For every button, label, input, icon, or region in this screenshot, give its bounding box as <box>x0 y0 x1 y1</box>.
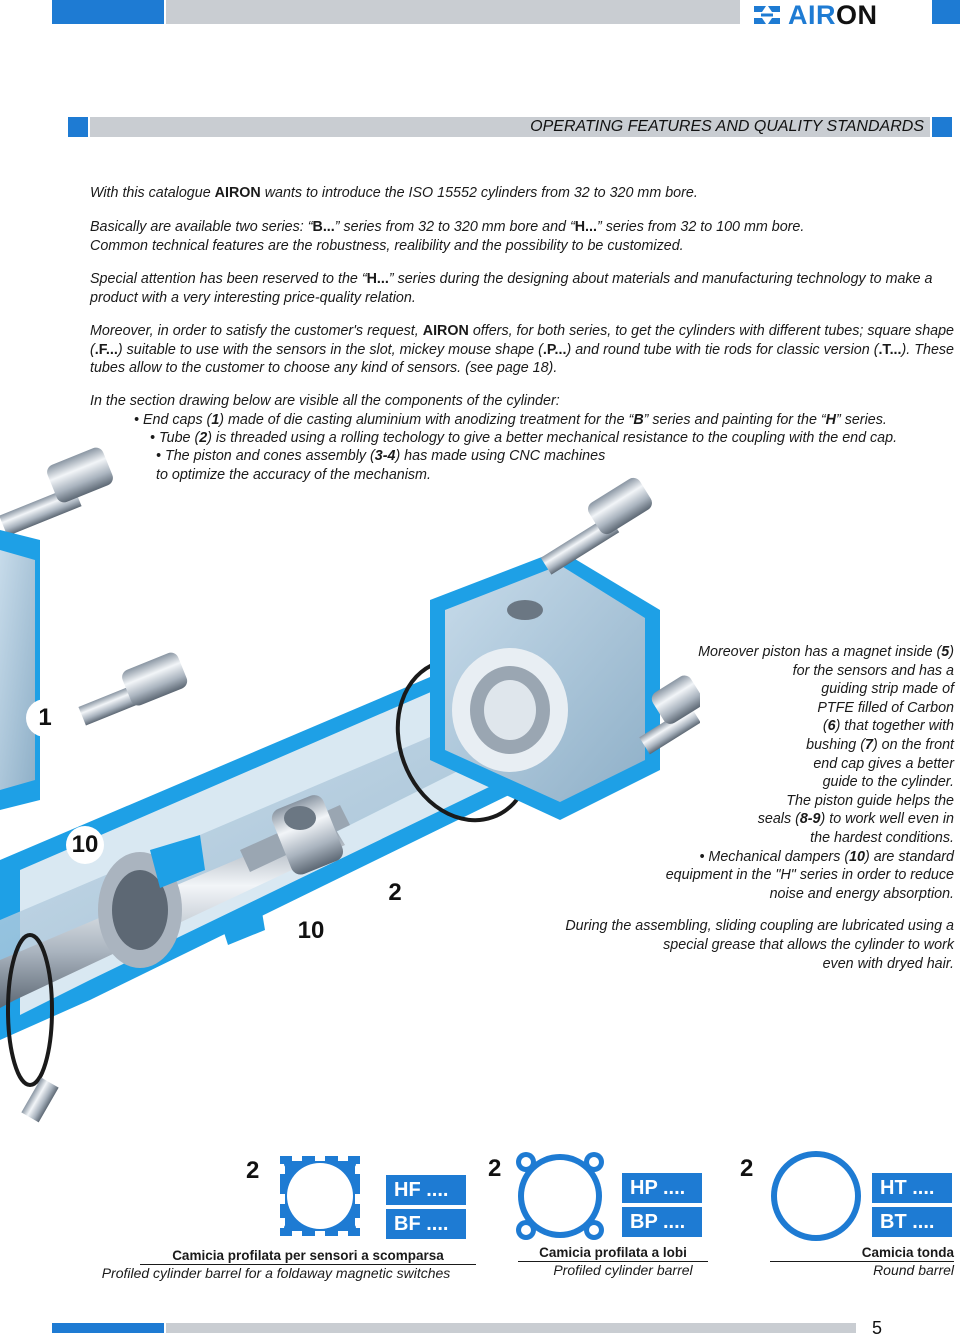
label-damper-10-right: 10 <box>292 912 330 950</box>
bullet-tube: • Tube (2) is threaded using a rolling t… <box>150 430 898 446</box>
lobed-barrel-icon <box>516 1152 604 1240</box>
barrel-3-caption-it: Camicia tonda <box>861 1245 954 1260</box>
barrel-1-caption-it: Camicia profilata per sensori a scompars… <box>172 1248 444 1263</box>
barrel-1-caption-en: Profiled cylinder barrel for a foldaway … <box>101 1265 451 1281</box>
tie-rod-bottom-right <box>639 675 700 755</box>
tie-rod-middle-left <box>78 652 188 726</box>
page-number: 5 <box>872 1318 883 1338</box>
barrel-2-tag-b: BP .... <box>622 1207 702 1237</box>
barrel-2-caption-rule <box>518 1261 708 1262</box>
section-accent-left <box>68 117 88 137</box>
barrel-2-caption-it: Camicia profilata a lobi <box>539 1245 687 1260</box>
barrel-3-number: 2 <box>740 1155 754 1182</box>
intro-paragraph-1: With this catalogue AIRON wants to intro… <box>90 185 698 201</box>
piston-assembly <box>98 835 265 968</box>
label-tube-2: 2 <box>376 874 414 912</box>
barrel-3-caption-en: Round barrel <box>873 1262 954 1278</box>
bullet-piston: • The piston and cones assembly (3-4) ha… <box>156 448 606 483</box>
footer-grey-bar <box>166 1323 856 1333</box>
barrel-1-caption-rule <box>140 1264 476 1265</box>
barrel-2-tag-h: HP .... <box>622 1173 702 1203</box>
tie-rod-top-right <box>540 477 652 575</box>
round-barrel-icon <box>771 1151 861 1241</box>
tie-rod-top-left <box>0 447 113 537</box>
header-end-bar <box>932 0 960 24</box>
left-end-cap <box>0 530 40 810</box>
cylinder-section-drawing <box>0 447 700 1123</box>
footer-accent-bar <box>52 1323 164 1333</box>
bullet-end-caps: • End caps (1) made of die casting alumi… <box>134 412 887 428</box>
coupling-nut <box>271 795 344 875</box>
right-description: Moreover piston has a magnet inside (5) … <box>565 644 954 972</box>
barrel-2-caption-en: Profiled cylinder barrel <box>553 1262 693 1278</box>
intro-paragraph-5: In the section drawing below are visible… <box>90 393 560 409</box>
header-grey-bar <box>166 0 740 24</box>
airon-logo-mark-icon <box>752 2 782 28</box>
header-accent-bar <box>52 0 164 24</box>
intro-paragraph-3: Special attention has been reserved to t… <box>90 271 933 306</box>
o-ring-left <box>6 933 54 1087</box>
label-end-cap-1: 1 <box>26 699 64 737</box>
barrel-1-tag-b: BF .... <box>386 1209 466 1239</box>
barrel-1-tag-h: HF .... <box>386 1175 466 1205</box>
barrel-1-number: 2 <box>246 1157 260 1184</box>
label-damper-10-left: 10 <box>66 826 104 864</box>
tie-rod-bottom-left <box>21 1077 59 1123</box>
right-end-cap <box>430 550 660 820</box>
barrel-3-caption-rule <box>770 1261 954 1262</box>
intro-paragraph-2: Basically are available two series: “B..… <box>90 219 805 254</box>
square-barrel-icon <box>275 1151 365 1241</box>
section-title: OPERATING FEATURES AND QUALITY STANDARDS <box>530 118 924 135</box>
barrel-2-number: 2 <box>488 1155 502 1182</box>
barrel-3-tag-b: BT .... <box>872 1207 952 1237</box>
intro-paragraph-4: Moreover, in order to satisfy the custom… <box>90 323 954 376</box>
airon-logo: AIRON <box>752 0 960 30</box>
barrel-3-tag-h: HT .... <box>872 1173 952 1203</box>
section-bar <box>90 117 930 137</box>
section-accent-right <box>932 117 952 137</box>
